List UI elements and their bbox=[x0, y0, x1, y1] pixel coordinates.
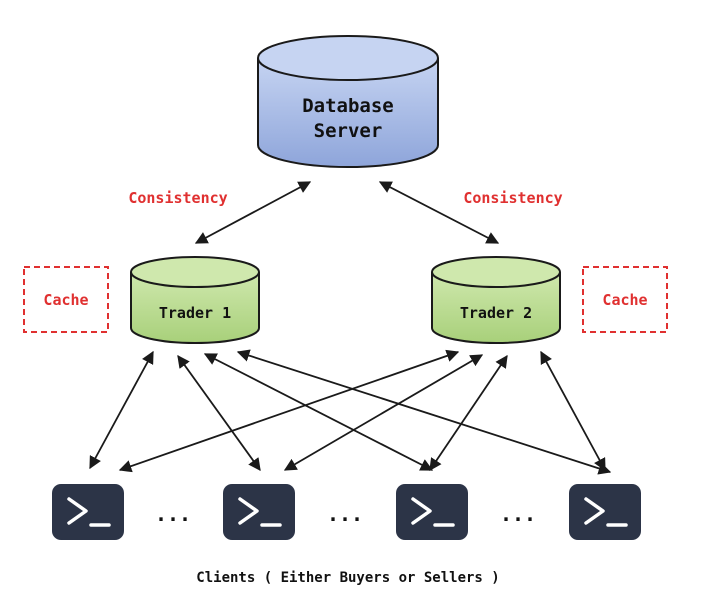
database-top bbox=[257, 35, 439, 81]
database-label-line1: Database bbox=[302, 95, 394, 117]
arrow-trader-2-client-1 bbox=[118, 349, 460, 473]
trader-2-top bbox=[431, 256, 561, 288]
ellipsis-3: ... bbox=[500, 502, 536, 526]
terminal-icon bbox=[223, 484, 295, 540]
trader-2-body bbox=[431, 272, 561, 344]
cache-box-left: Cache bbox=[23, 266, 109, 333]
trader-1-label: Trader 1 bbox=[159, 304, 231, 322]
trader-2-label: Trader 2 bbox=[460, 304, 532, 322]
client-4 bbox=[569, 484, 641, 540]
consistency-label-right: Consistency bbox=[463, 189, 562, 207]
arrow-trader-1-client-4 bbox=[236, 349, 612, 475]
terminal-icon bbox=[396, 484, 468, 540]
cache-label-left: Cache bbox=[43, 291, 88, 309]
arrow-trader-1-client-2 bbox=[177, 354, 261, 472]
client-1 bbox=[52, 484, 124, 540]
client-arrows bbox=[89, 349, 612, 475]
consistency-label-left: Consistency bbox=[128, 189, 227, 207]
arrow-trader-1-client-3 bbox=[203, 353, 434, 471]
cache-label-right: Cache bbox=[602, 291, 647, 309]
arrow-trader-2-client-4 bbox=[540, 350, 606, 472]
arrow-db-trader-2 bbox=[378, 181, 500, 244]
arrow-db-trader-1 bbox=[194, 181, 312, 244]
arrow-trader-2-client-2 bbox=[283, 354, 484, 471]
database-server: Database Server bbox=[257, 35, 439, 168]
terminal-icon bbox=[52, 484, 124, 540]
trader-1-top bbox=[130, 256, 260, 288]
arrow-trader-1-client-1 bbox=[89, 350, 154, 470]
trader-2: Trader 2 bbox=[431, 256, 561, 344]
database-label-line2: Server bbox=[314, 120, 383, 142]
consistency-arrows bbox=[194, 181, 500, 244]
database-body bbox=[257, 58, 439, 168]
trader-1-body bbox=[130, 272, 260, 344]
ellipsis-2: ... bbox=[327, 502, 363, 526]
arrow-trader-2-client-3 bbox=[429, 354, 508, 472]
trader-1: Trader 1 bbox=[130, 256, 260, 344]
cache-box-right: Cache bbox=[582, 266, 668, 333]
client-2 bbox=[223, 484, 295, 540]
client-3 bbox=[396, 484, 468, 540]
ellipsis-1: ... bbox=[155, 502, 191, 526]
clients-caption: Clients ( Either Buyers or Sellers ) bbox=[196, 570, 499, 586]
terminal-icon bbox=[569, 484, 641, 540]
